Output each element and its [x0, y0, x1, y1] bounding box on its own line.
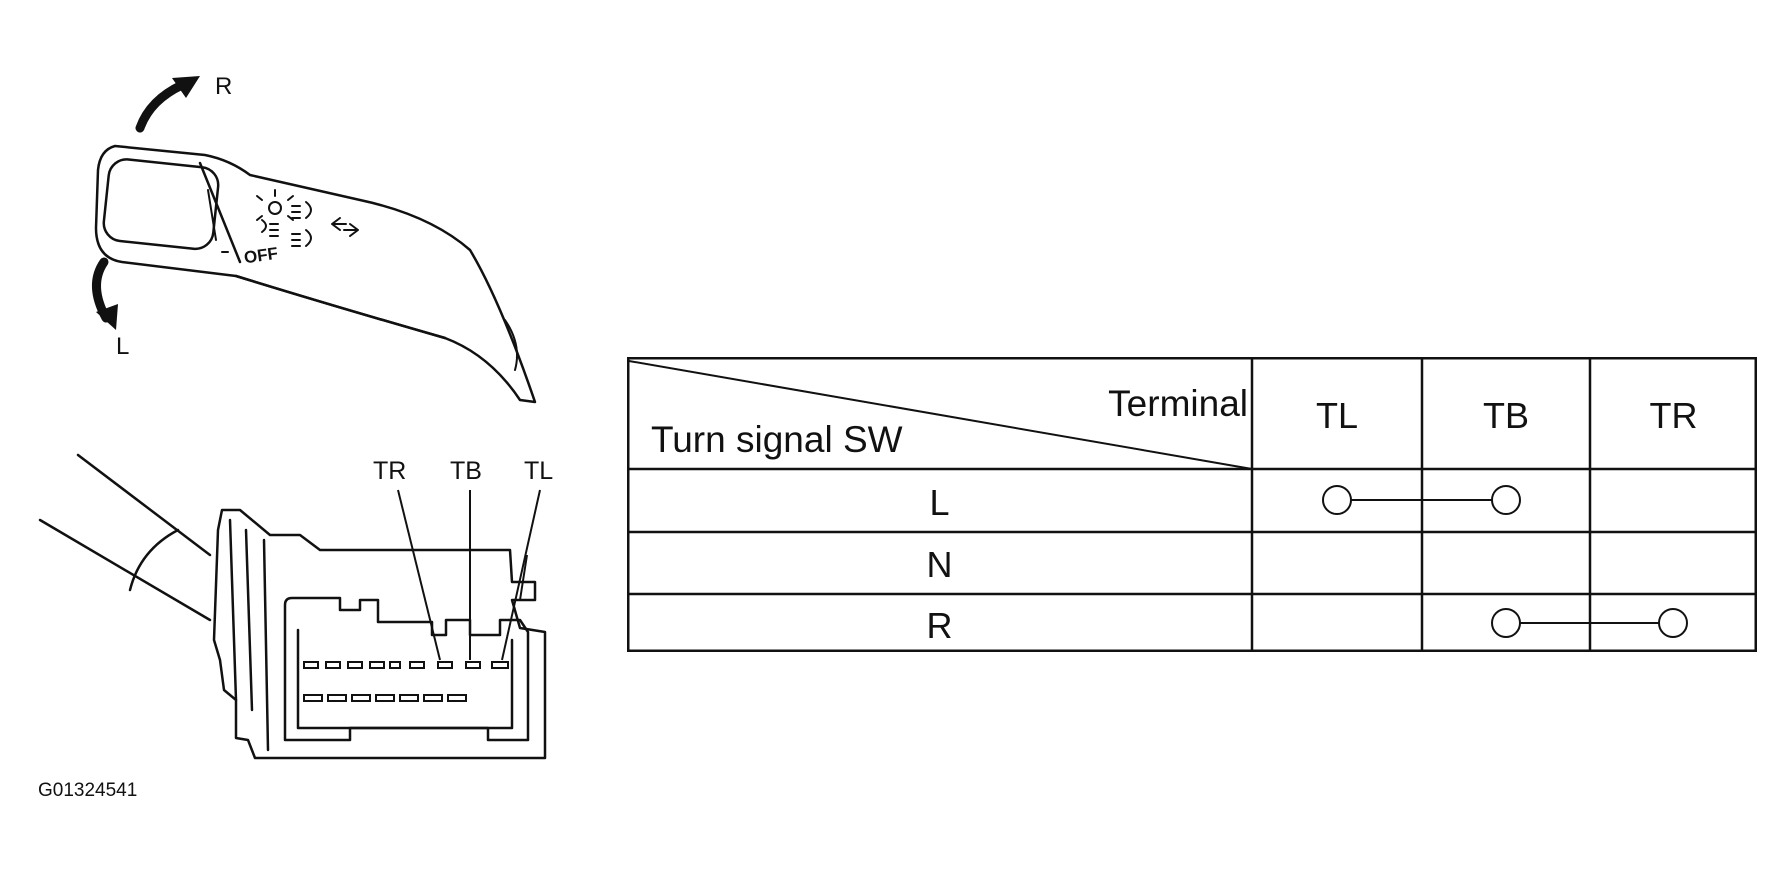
connector-housing: [212, 508, 547, 760]
lever-window: [102, 158, 220, 251]
terminal-label-tl: TL: [524, 457, 554, 485]
continuity-table: Terminal Turn signal SW TL TB TR L N R: [627, 357, 1757, 652]
corner-row-label: Turn signal SW: [651, 419, 903, 460]
lever-body: [94, 144, 537, 404]
continuity-table-grid: [627, 357, 1757, 652]
switch-illustration: [38, 76, 547, 760]
arrow-l-label: L: [116, 333, 130, 360]
continuity-point-l-tl: [1322, 485, 1352, 515]
corner-col-label: Terminal: [1108, 383, 1248, 424]
terminal-label-tr: TR: [373, 457, 407, 485]
row-label-l: L: [929, 482, 950, 523]
light-symbols: [221, 189, 359, 253]
col-header-tl: TL: [1315, 395, 1358, 436]
terminal-slots: [303, 661, 509, 702]
col-header-tr: TR: [1649, 395, 1698, 436]
row-label-n: N: [926, 544, 953, 585]
continuity-point-r-tr: [1658, 608, 1688, 638]
arrow-r: [135, 80, 187, 133]
terminal-label-tb: TB: [450, 457, 482, 485]
figure-id: G01324541: [38, 780, 138, 801]
header-diagonal: [628, 360, 1253, 470]
col-header-tb: TB: [1482, 395, 1529, 436]
continuity-point-r-tb: [1491, 608, 1521, 638]
terminal-leaders: [397, 489, 541, 661]
row-label-r: R: [926, 605, 953, 646]
continuity-connections: [1322, 485, 1688, 638]
continuity-point-l-tb: [1491, 485, 1521, 515]
arrow-r-label: R: [215, 73, 233, 100]
